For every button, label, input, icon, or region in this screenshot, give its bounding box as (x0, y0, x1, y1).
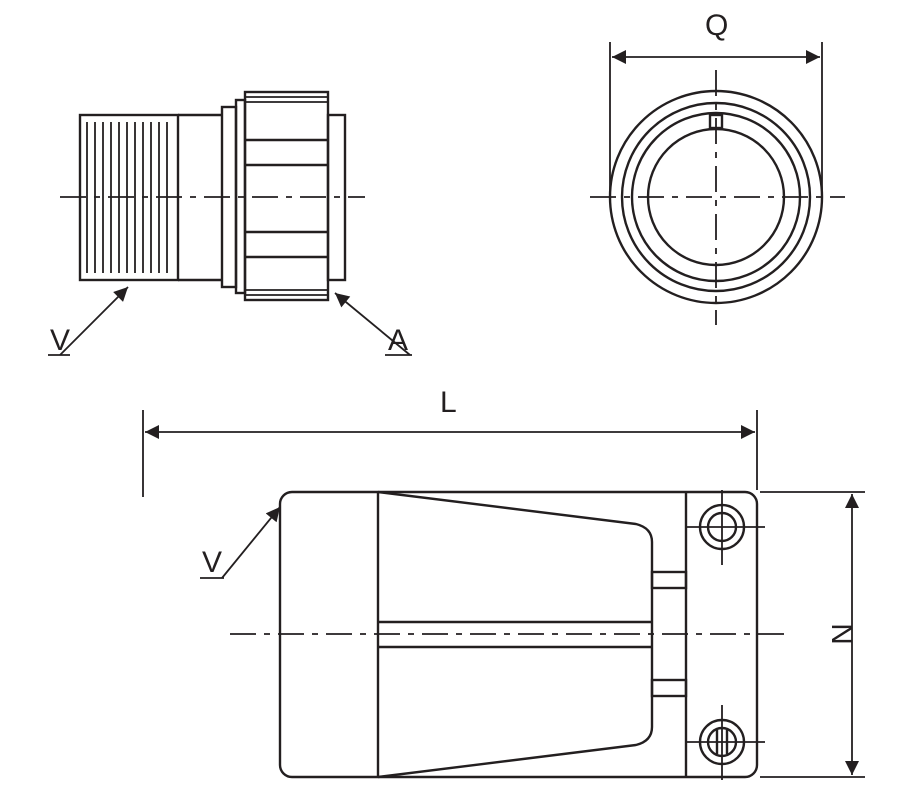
v-leader-arrow-bottom (221, 506, 281, 579)
label-v-side: V (50, 324, 70, 357)
end-view: Q (590, 9, 845, 325)
a-leader-arrow (334, 292, 411, 356)
nut-knurl-lines (245, 96, 328, 296)
v-leader-arrow (59, 286, 129, 356)
label-a: A (388, 324, 408, 357)
plan-view: L N V (142, 386, 865, 780)
label-n: N (825, 623, 858, 645)
thread-lines (86, 122, 168, 273)
side-view: V A (48, 90, 412, 357)
label-q: Q (705, 9, 728, 42)
label-l: L (440, 386, 457, 419)
label-v-bottom: V (202, 546, 222, 579)
